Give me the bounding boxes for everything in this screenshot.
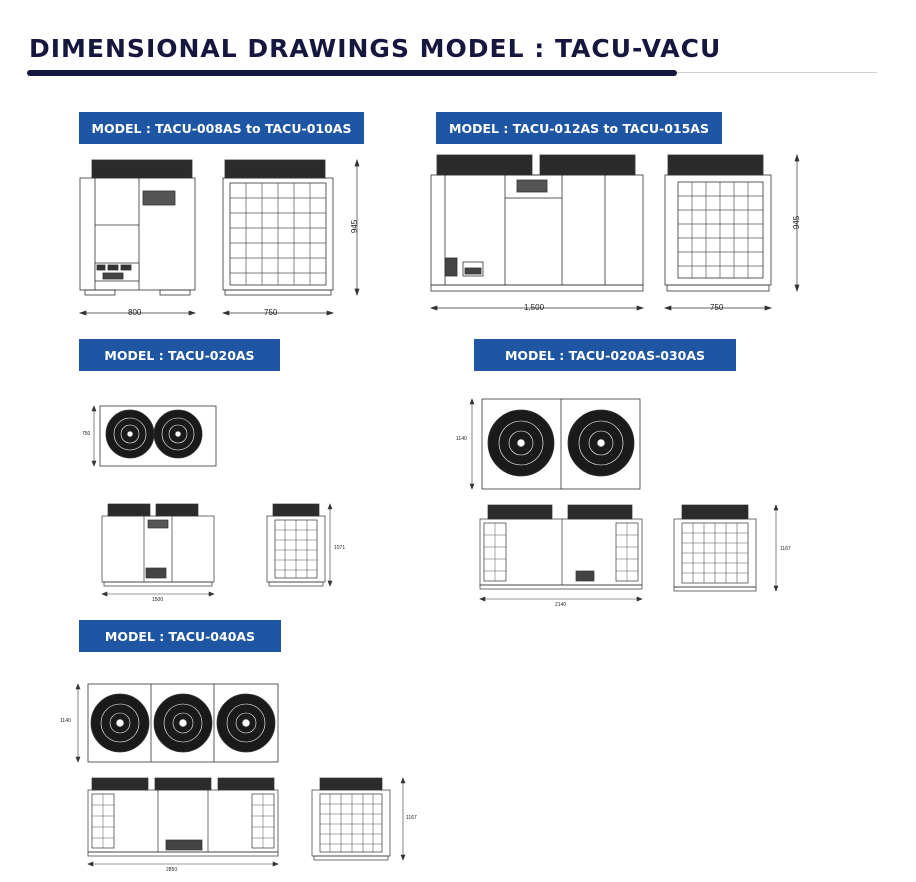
side-view-020 <box>266 503 326 587</box>
section-header-012-015: MODEL : TACU-012AS to TACU-015AS <box>436 112 722 144</box>
page-title: DIMENSIONAL DRAWINGS MODEL : TACU-VACU <box>29 34 722 63</box>
top-view-020 <box>99 405 217 467</box>
dim-top-depth-020-030: 1140 <box>456 436 467 442</box>
front-view-040 <box>87 777 279 857</box>
dim-height-040: 1167 <box>406 815 417 821</box>
dim-height-012: 945 <box>792 215 802 230</box>
drawing-020 <box>91 405 333 597</box>
front-view-020-030 <box>479 504 643 590</box>
side-view-008 <box>222 159 334 296</box>
dim-front-width-020: 1500 <box>152 597 164 603</box>
top-view-040 <box>87 683 279 763</box>
dim-front-width-020-030: 2140 <box>555 602 567 608</box>
dim-side-width-012: 750 <box>710 303 724 312</box>
dim-height-008: 945 <box>350 219 360 234</box>
top-view-020-030 <box>481 398 641 490</box>
dim-side-width-008: 750 <box>264 308 278 317</box>
dim-height-020: 1071 <box>334 545 346 551</box>
dim-top-depth-040: 1140 <box>60 718 71 724</box>
section-header-020-030: MODEL : TACU-020AS-030AS <box>474 339 736 371</box>
section-header-008-010: MODEL : TACU-008AS to TACU-010AS <box>79 112 364 144</box>
side-view-040 <box>311 777 391 861</box>
front-view-020 <box>101 503 215 587</box>
dim-front-width-008: 800 <box>128 308 142 317</box>
dim-top-depth-020: 750 <box>82 431 91 437</box>
section-header-040: MODEL : TACU-040AS <box>79 620 281 652</box>
side-view-012 <box>664 154 772 292</box>
side-view-020-030 <box>673 504 757 592</box>
title-underline <box>27 70 677 76</box>
front-view-012 <box>430 154 644 292</box>
section-header-020: MODEL : TACU-020AS <box>79 339 280 371</box>
drawing-040 <box>75 683 406 867</box>
drawing-020-030 <box>469 398 779 602</box>
title-rule-extension <box>677 72 877 73</box>
front-view-008 <box>79 159 196 296</box>
dim-front-width-040: 2850 <box>166 867 178 873</box>
dim-height-020-030: 1167 <box>780 546 791 552</box>
drawing-012-015 <box>429 153 800 311</box>
dim-front-width-012: 1,500 <box>524 303 545 312</box>
drawing-008-010 <box>78 158 360 316</box>
